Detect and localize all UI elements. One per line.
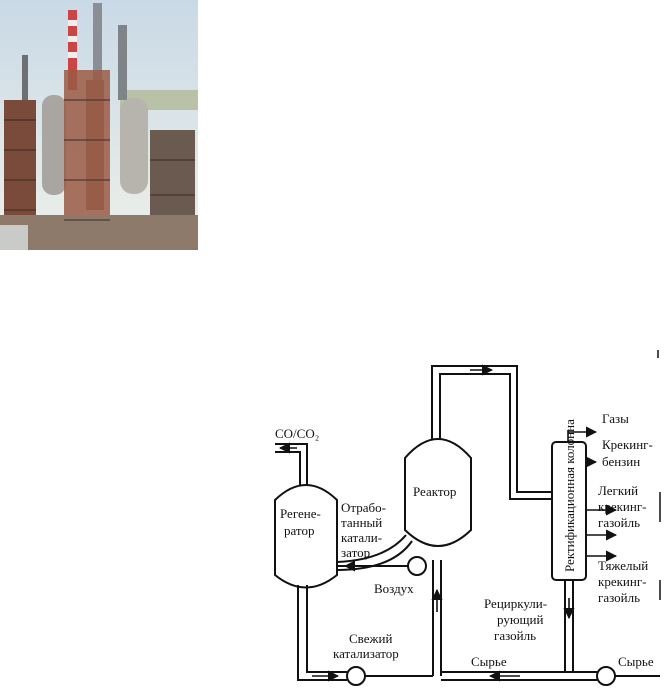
heavy-gasoil-label-3: газойль: [598, 590, 640, 605]
recycle-label-1: Рециркули-: [484, 596, 547, 611]
spent-catalyst-label-3: катали-: [341, 530, 382, 545]
recycle-label-3: газойль: [494, 628, 536, 643]
regenerator-label-1: Регене-: [280, 506, 321, 521]
gases-label: Газы: [602, 411, 629, 426]
flue-gas-pipe: [275, 443, 308, 485]
recycle-label-2: рующий: [497, 612, 544, 627]
spent-catalyst-label-4: затор: [341, 545, 370, 560]
catalyst-pump-icon: [346, 666, 366, 686]
fresh-catalyst-label-2: катализатор: [333, 646, 399, 661]
regenerated-catalyst-pipe: [297, 585, 347, 681]
light-gasoil-label-3: газойль: [598, 515, 640, 530]
fresh-catalyst-label-1: Свежий: [349, 631, 392, 646]
regenerator-label-2: ратор: [284, 523, 314, 538]
heavy-gasoil-label-2: крекинг-: [598, 574, 646, 589]
feed-label-2: Сырье: [618, 654, 654, 669]
reactor-overhead-pipe: [431, 365, 552, 493]
air-blower-icon: [407, 556, 427, 576]
reactor-vessel: [404, 438, 472, 547]
spent-catalyst-label-2: танный: [341, 515, 382, 530]
light-gasoil-label-1: Легкий: [598, 483, 638, 498]
column-label: Ректификационная колонна: [562, 419, 577, 572]
feed-label-1: Сырье: [471, 654, 507, 669]
fractionation-column: [551, 441, 587, 581]
reactor-label: Реактор: [413, 484, 456, 499]
gasoline-label-2: бензин: [602, 454, 640, 469]
spent-catalyst-label-1: Отрабо-: [341, 500, 386, 515]
co-co2-label: CO/CO₂: [275, 426, 319, 441]
heavy-gasoil-label-1: Тяжелый: [598, 558, 648, 573]
air-label: Воздух: [374, 581, 414, 596]
gasoline-label-1: Крекинг-: [602, 437, 653, 452]
regenerator-vessel: [274, 484, 338, 589]
feed-pump-icon: [596, 666, 616, 686]
refinery-photo: [0, 0, 198, 250]
light-gasoil-label-2: крекинг-: [598, 499, 646, 514]
